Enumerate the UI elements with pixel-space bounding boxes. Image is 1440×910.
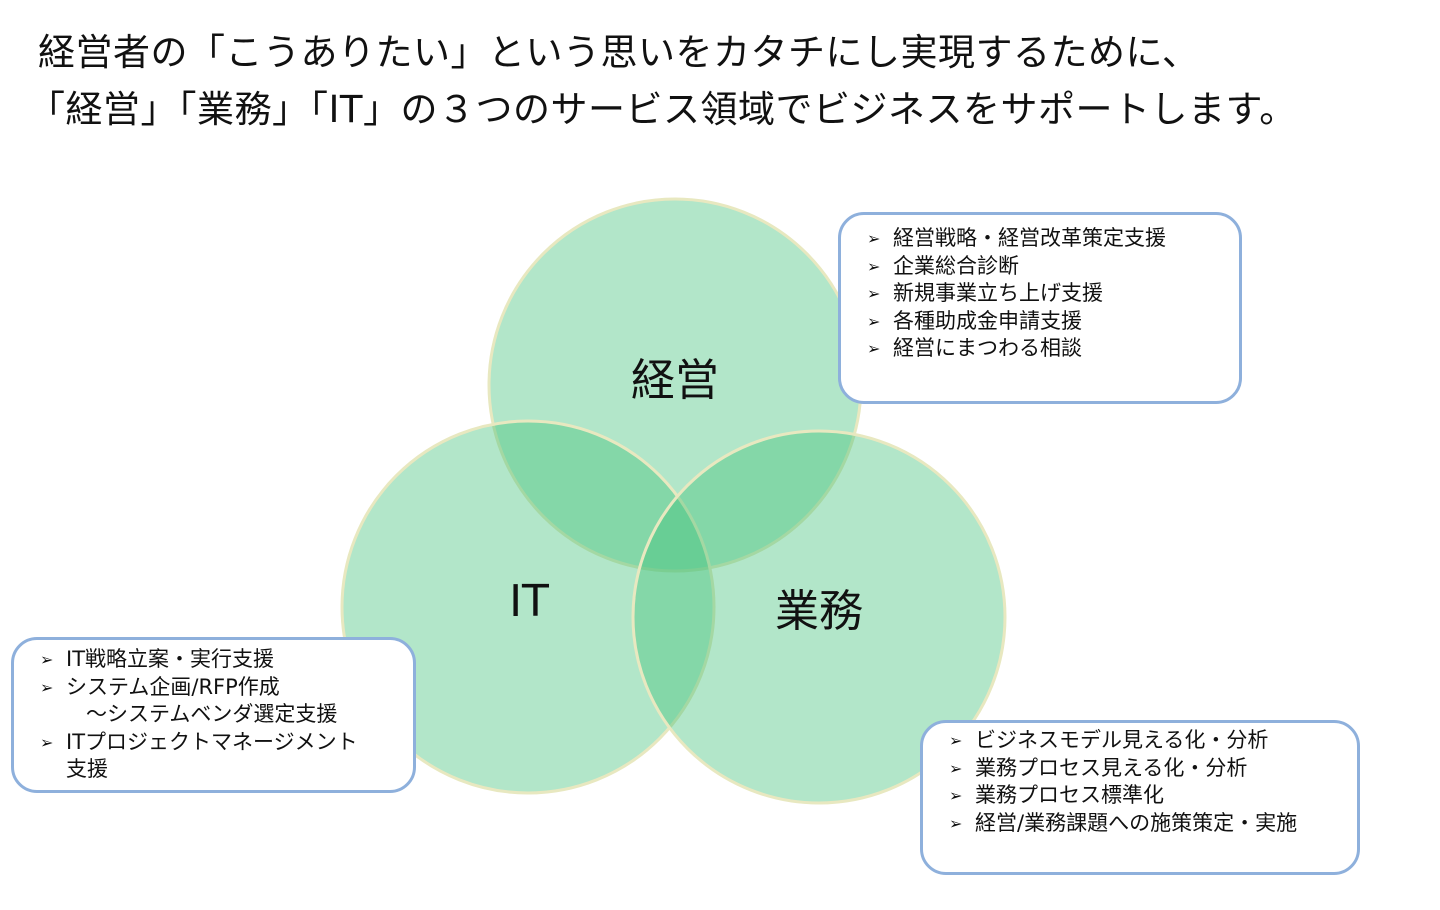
arrow-bullet-icon: ➢ (867, 256, 881, 276)
headline-line-1: 経営者の「こうありたい」という思いをカタチにし実現するために、 (38, 31, 1200, 74)
list-item: ➢経営/業務課題への施策策定・実施 (947, 810, 1357, 838)
arrow-bullet-icon: ➢ (40, 732, 54, 752)
list-item: ➢ITプロジェクトマネージメント支援 (40, 729, 358, 782)
arrow-bullet-icon: ➢ (867, 229, 881, 248)
list-item: ➢業務プロセス標準化 (947, 782, 1357, 810)
keiei-services-list: ➢経営戦略・経営改革策定支援 ➢企業総合診断 ➢新規事業立ち上げ支援 ➢各種助成… (865, 225, 1239, 363)
list-item: ➢各種助成金申請支援 (865, 308, 1239, 336)
list-item: ➢経営にまつわる相談 (865, 335, 1239, 363)
keiei-services-box: ➢経営戦略・経営改革策定支援 ➢企業総合診断 ➢新規事業立ち上げ支援 ➢各種助成… (838, 212, 1242, 404)
list-item: ➢経営戦略・経営改革策定支援 (865, 225, 1239, 253)
gyomu-services-box: ➢ビジネスモデル見える化・分析 ➢業務プロセス見える化・分析 ➢業務プロセス標準… (920, 720, 1360, 875)
list-item: ➢企業総合診断 (865, 253, 1239, 281)
circle-gyomu (631, 429, 1007, 805)
headline: 経営者の「こうありたい」という思いをカタチにし実現するために、 「経営」「業務」… (28, 24, 1428, 138)
headline-line-2: 「経営」「業務」「IT」の３つのサービス領域でビジネスをサポートします。 (28, 88, 1297, 131)
list-item: ➢業務プロセス見える化・分析 (947, 755, 1357, 783)
arrow-bullet-icon: ➢ (949, 731, 963, 750)
it-services-box: ➢IT戦略立案・実行支援 ➢システム企画/RFP作成～システムベンダ選定支援 ➢… (11, 637, 416, 793)
it-services-list: ➢IT戦略立案・実行支援 ➢システム企画/RFP作成～システムベンダ選定支援 ➢… (38, 646, 413, 784)
circle-label-keiei: 経営 (631, 355, 719, 406)
circle-it (340, 419, 716, 795)
circle-label-it: IT (509, 576, 549, 627)
arrow-bullet-icon: ➢ (867, 339, 881, 358)
arrow-bullet-icon: ➢ (867, 284, 881, 303)
list-item: ➢IT戦略立案・実行支援 (38, 646, 413, 674)
arrow-bullet-icon: ➢ (40, 650, 54, 669)
list-item: ➢システム企画/RFP作成～システムベンダ選定支援 (40, 674, 338, 727)
circle-label-gyomu: 業務 (775, 586, 863, 637)
list-item: ➢新規事業立ち上げ支援 (865, 280, 1239, 308)
arrow-bullet-icon: ➢ (949, 786, 963, 805)
list-item: ➢ビジネスモデル見える化・分析 (947, 727, 1357, 755)
arrow-bullet-icon: ➢ (949, 758, 963, 778)
arrow-bullet-icon: ➢ (949, 813, 963, 833)
gyomu-services-list: ➢ビジネスモデル見える化・分析 ➢業務プロセス見える化・分析 ➢業務プロセス標準… (947, 727, 1357, 837)
arrow-bullet-icon: ➢ (40, 677, 54, 697)
arrow-bullet-icon: ➢ (867, 311, 881, 331)
